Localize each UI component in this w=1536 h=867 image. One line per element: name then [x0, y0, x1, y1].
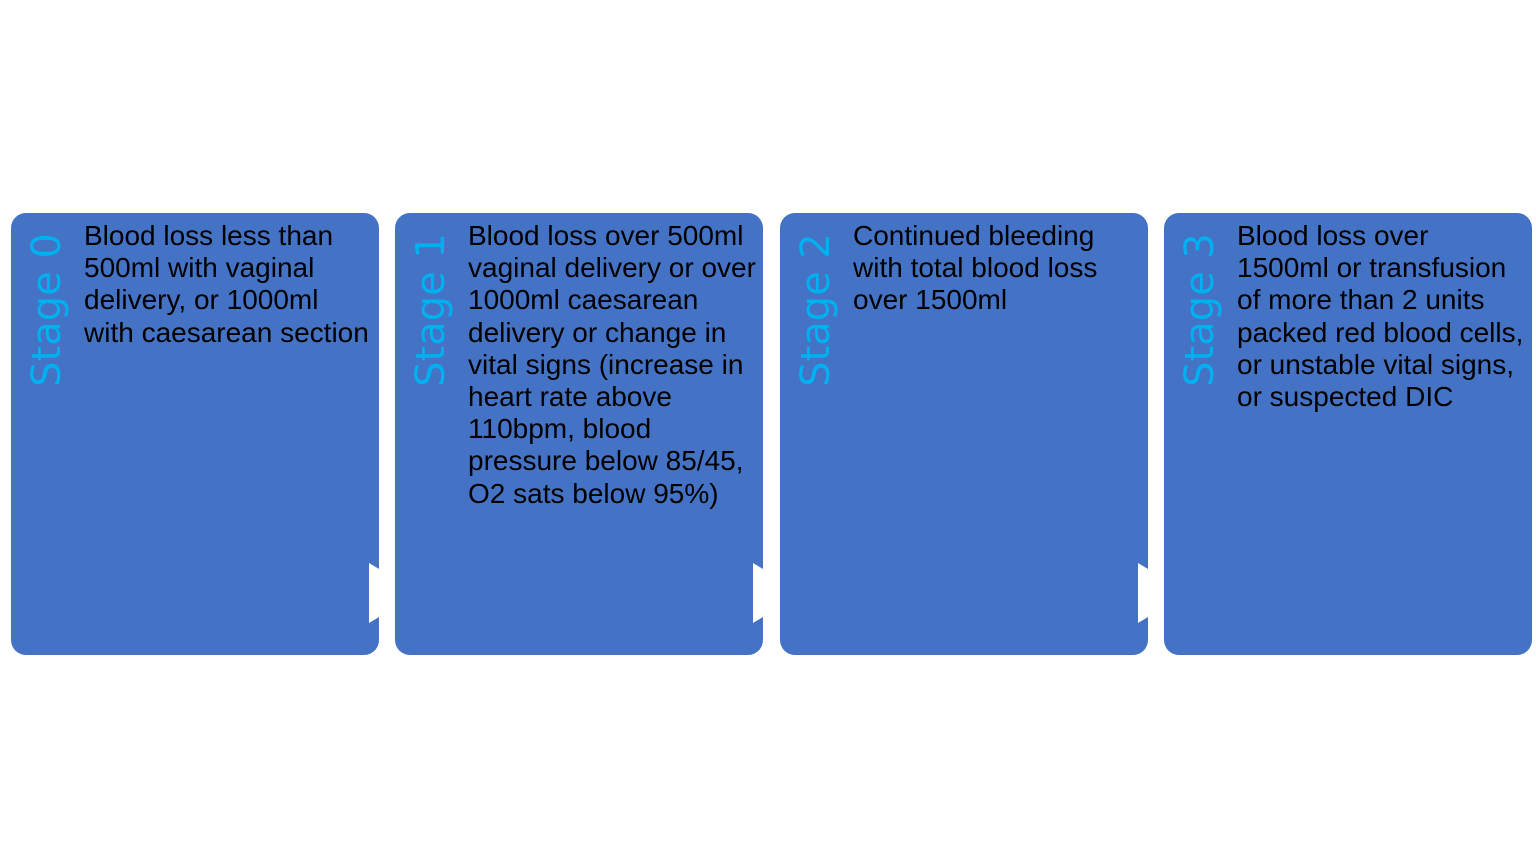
stage-3-label: Stage 3 [1164, 213, 1236, 393]
stage-0-description: Blood loss less than 500ml with vaginal … [84, 220, 369, 348]
stage-3-box: Stage 3 Blood loss over 1500ml or transf… [1164, 213, 1532, 655]
stage-1-box: Stage 1 Blood loss over 500ml vaginal de… [395, 213, 763, 655]
stage-2-label-text: Stage 2 [793, 233, 839, 387]
stage-3-description: Blood loss over 1500ml or transfusion of… [1237, 220, 1524, 413]
stage-0-box: Stage 0 Blood loss less than 500ml with … [11, 213, 379, 655]
stage-2-label: Stage 2 [780, 213, 852, 393]
stage-1-label-text: Stage 1 [408, 233, 454, 387]
stage-0-label: Stage 0 [11, 213, 83, 393]
stage-2-description: Continued bleeding with total blood loss… [853, 220, 1098, 316]
stage-2-box: Stage 2 Continued bleeding with total bl… [780, 213, 1148, 655]
stage-1-description: Blood loss over 500ml vaginal delivery o… [468, 220, 756, 509]
stage-1-label: Stage 1 [395, 213, 467, 393]
stage-0-label-text: Stage 0 [24, 233, 70, 387]
stage-3-label-text: Stage 3 [1177, 233, 1223, 387]
